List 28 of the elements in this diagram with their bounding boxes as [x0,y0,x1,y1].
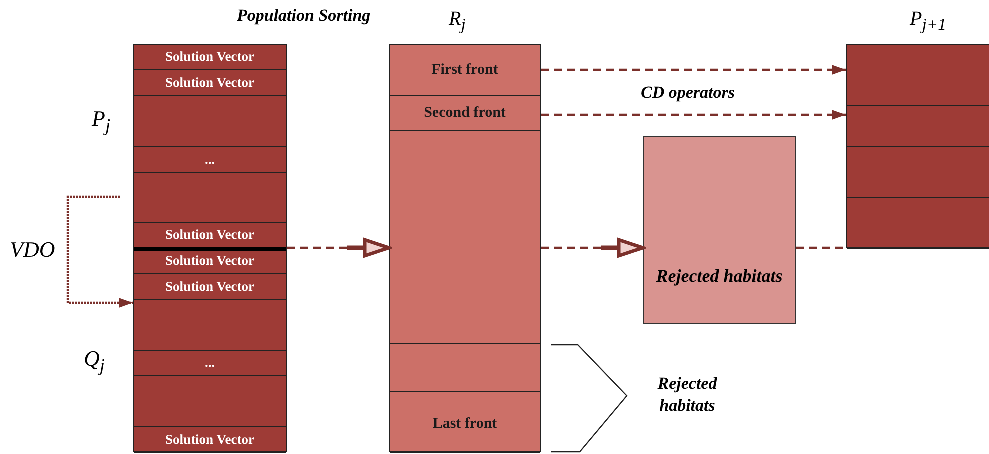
column-heading: P$_{j+1}$ [910,8,946,35]
box-label: Rejected habitats [655,265,784,287]
table-row: Last front [390,397,540,453]
table-row: First front [390,45,540,96]
arrow [541,110,846,120]
operator-label: VDO [10,237,56,263]
dashed-line [796,246,846,250]
rejected-label: Rejected habitats [656,373,718,417]
table-row: Solution Vector [134,274,286,300]
table-row: Solution Vector [134,223,286,251]
table-row: ... [134,351,286,376]
arrow [541,238,645,258]
arrow [541,65,846,75]
arrow [66,196,133,308]
set-label: P$_{j}$ [92,106,111,136]
set-label: Q$_{j}$ [84,346,105,376]
table-row: Solution Vector [134,45,286,70]
figure-title: Population Sorting [237,6,371,26]
operator-label: CD operators [641,82,735,104]
table-row: Solution Vector [134,70,286,96]
table-row: Solution Vector [134,427,286,453]
column-heading: R$_{j}$ [449,8,466,35]
population-column [133,44,287,452]
table-row: Solution Vector [134,249,286,274]
rejected-box [643,136,796,324]
table-row: ... [134,147,286,173]
table-row: Second front [390,96,540,131]
arrow [287,238,391,258]
